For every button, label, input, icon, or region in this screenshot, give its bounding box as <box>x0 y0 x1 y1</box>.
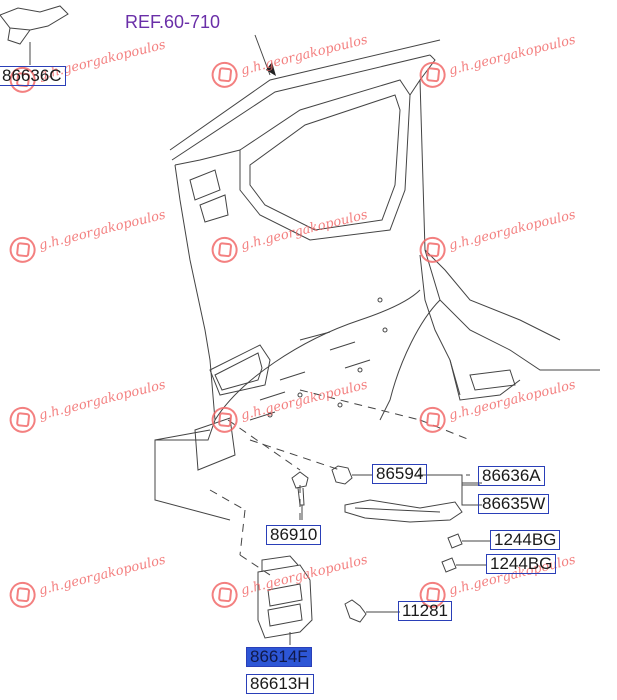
rear-quarter-panel-drawing <box>154 39 600 521</box>
part-label-86635w[interactable]: 86635W <box>478 494 550 514</box>
part-label-86613h[interactable]: 86613H <box>246 674 314 694</box>
solid-leaders <box>254 34 480 506</box>
screw-86910-drawing <box>291 471 309 520</box>
bolt-1244bg-lower-drawing <box>441 557 486 573</box>
part-label-1244bg-lower[interactable]: 1244BG <box>486 554 557 574</box>
part-label-1244bg-upper[interactable]: 1244BG <box>490 530 561 550</box>
part-label-86614f[interactable]: 86614F <box>246 647 312 667</box>
dashed-leaders <box>209 389 471 576</box>
part-label-86636c[interactable]: 86636C <box>0 66 66 86</box>
bolt-1244bg-upper-drawing <box>447 533 490 549</box>
part-label-86636a[interactable]: 86636A <box>478 466 545 486</box>
part-label-86910[interactable]: 86910 <box>266 525 322 545</box>
part-label-11281[interactable]: 11281 <box>398 601 453 621</box>
part-label-86594[interactable]: 86594 <box>372 464 428 484</box>
bracket-86614f-drawing <box>257 555 313 645</box>
reference-label: REF.60-710 <box>125 12 221 32</box>
mudguard-bar-drawing <box>344 499 463 523</box>
ref-arrow-head <box>266 62 276 76</box>
bracket-86636c-drawing <box>0 5 69 65</box>
clip-86594-drawing <box>331 465 372 485</box>
bolt-11281-drawing <box>344 599 400 623</box>
